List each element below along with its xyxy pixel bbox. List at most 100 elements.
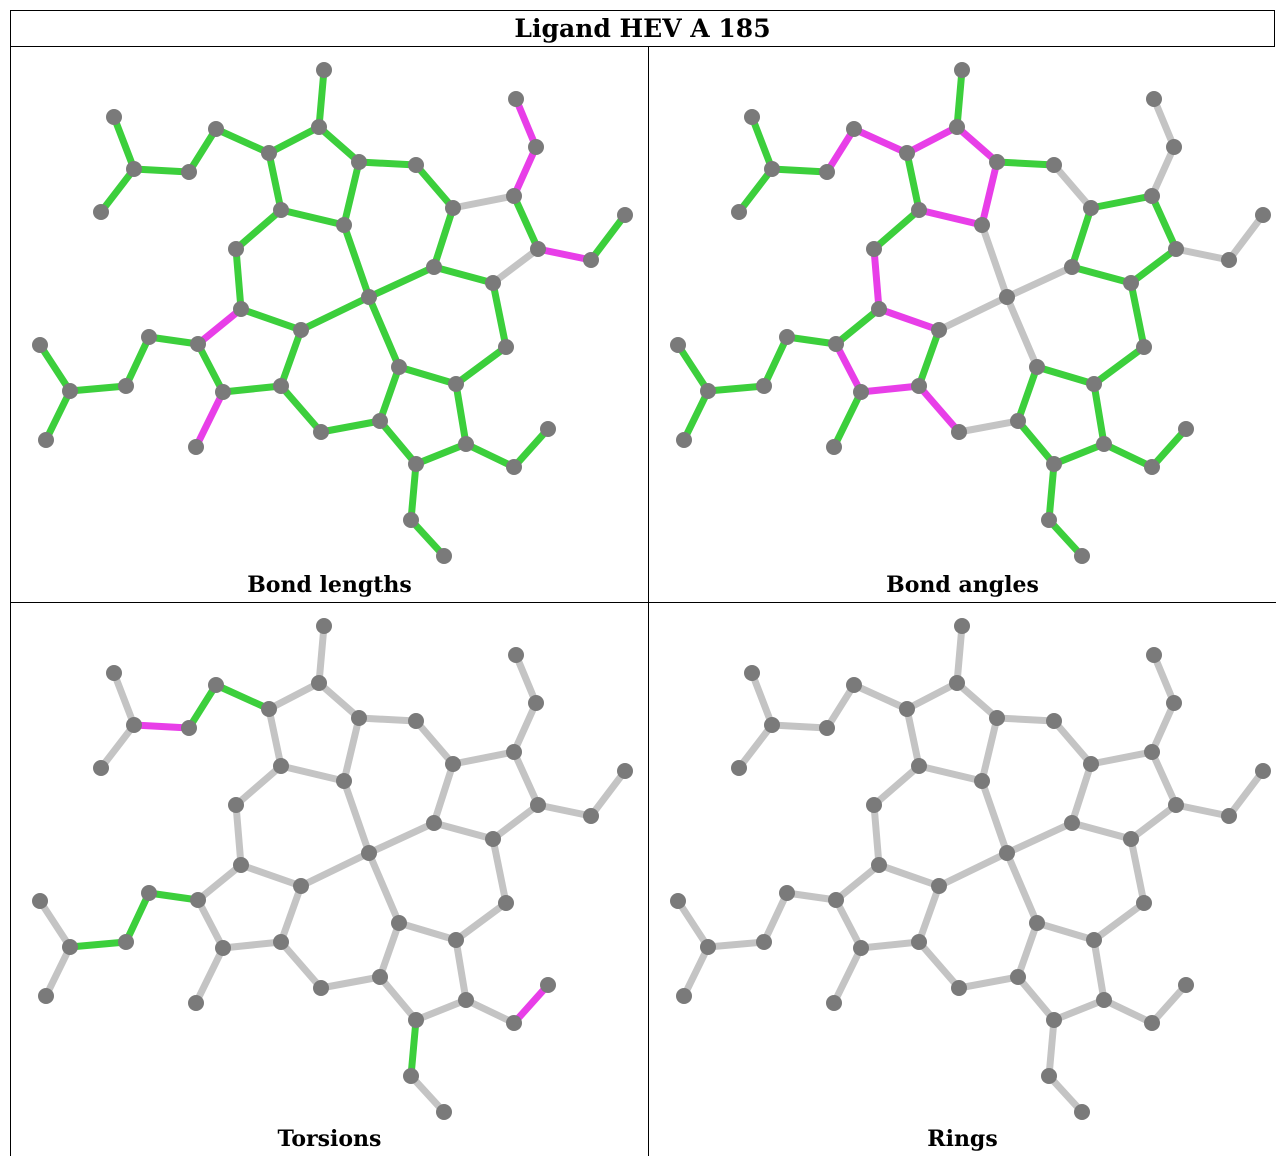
atom xyxy=(408,157,424,173)
atom xyxy=(911,934,927,950)
atom xyxy=(670,337,686,353)
bond xyxy=(430,819,497,843)
atom xyxy=(1074,548,1090,564)
bond xyxy=(1100,996,1156,1027)
atom xyxy=(93,204,109,220)
atom xyxy=(261,145,277,161)
bond xyxy=(955,973,1022,992)
bond xyxy=(953,123,1001,166)
atom xyxy=(458,436,474,452)
atom xyxy=(1096,436,1112,452)
bond xyxy=(412,440,470,468)
bond xyxy=(194,340,227,396)
bond xyxy=(449,192,518,212)
bond xyxy=(355,714,420,725)
bond xyxy=(277,938,325,992)
bond xyxy=(915,326,943,390)
atom xyxy=(391,359,407,375)
bond xyxy=(376,973,420,1024)
bond xyxy=(407,1016,420,1080)
atom xyxy=(316,62,332,78)
bond xyxy=(412,717,457,768)
bond xyxy=(1127,835,1148,907)
bond xyxy=(832,340,865,396)
bond xyxy=(823,125,858,176)
bond xyxy=(452,380,470,448)
atom xyxy=(458,992,474,1008)
atom xyxy=(336,217,352,233)
atom xyxy=(485,831,501,847)
atom xyxy=(819,720,835,736)
atom xyxy=(38,432,54,448)
bond xyxy=(36,341,74,395)
caption-torsions: Torsions xyxy=(277,1126,382,1152)
atom xyxy=(1255,763,1271,779)
bond xyxy=(412,996,470,1024)
caption-bond-lengths: Bond lengths xyxy=(247,572,412,598)
bond xyxy=(1003,819,1076,857)
atom xyxy=(448,932,464,948)
atom xyxy=(583,808,599,824)
bond xyxy=(277,326,305,390)
atom xyxy=(974,217,990,233)
bond xyxy=(870,245,883,313)
bond xyxy=(1148,425,1190,471)
bond xyxy=(1003,849,1041,927)
atom xyxy=(215,384,231,400)
bond xyxy=(315,123,363,166)
atom xyxy=(756,378,772,394)
bond xyxy=(365,293,403,371)
bond xyxy=(212,125,273,157)
bond xyxy=(680,387,712,444)
atom xyxy=(826,995,842,1011)
bond xyxy=(857,938,923,952)
atom xyxy=(1083,200,1099,216)
bond xyxy=(512,651,540,707)
atom xyxy=(126,161,142,177)
atom xyxy=(118,378,134,394)
bond xyxy=(1003,263,1076,301)
bond xyxy=(265,705,285,770)
atom xyxy=(853,940,869,956)
bond xyxy=(735,165,776,216)
bond xyxy=(704,382,768,395)
bond xyxy=(915,206,986,229)
bond xyxy=(340,777,373,857)
bond xyxy=(832,305,883,348)
bond xyxy=(510,143,540,200)
atom xyxy=(62,383,78,399)
bond xyxy=(830,388,865,451)
atom xyxy=(1144,188,1160,204)
atom xyxy=(106,109,122,125)
atom xyxy=(118,934,134,950)
atom xyxy=(670,893,686,909)
atom xyxy=(756,934,772,950)
bond xyxy=(219,382,285,396)
bond xyxy=(587,767,629,820)
atom xyxy=(846,677,862,693)
atom xyxy=(141,885,157,901)
bond xyxy=(265,123,323,157)
bond xyxy=(212,681,273,713)
atom xyxy=(1046,157,1062,173)
atom xyxy=(1166,695,1182,711)
bond xyxy=(510,981,552,1027)
atom xyxy=(436,1104,452,1120)
bond xyxy=(232,762,285,809)
atom xyxy=(954,62,970,78)
bond xyxy=(66,938,130,951)
atom xyxy=(445,200,461,216)
bond xyxy=(870,206,923,253)
atom xyxy=(38,988,54,1004)
bond xyxy=(953,622,966,687)
bond xyxy=(452,343,510,388)
bond xyxy=(915,382,963,436)
bond xyxy=(489,801,542,843)
bond xyxy=(219,938,285,952)
bond xyxy=(1045,516,1086,560)
bond xyxy=(935,849,1011,890)
bond xyxy=(1150,95,1178,151)
bond xyxy=(1050,440,1108,468)
molecule-torsions xyxy=(32,618,633,1120)
bond xyxy=(1068,819,1135,843)
